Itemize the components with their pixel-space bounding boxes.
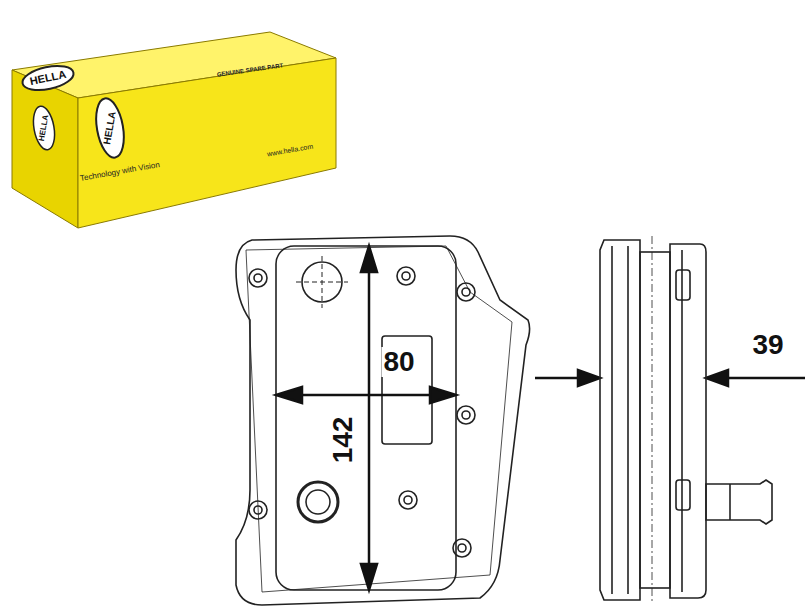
dimension-lines [276,246,805,590]
dimension-value: 39 [750,330,785,360]
product-box [12,32,336,228]
dimension-value: 80 [381,347,416,377]
dimension-value: 142 [328,415,358,466]
side-view [600,236,772,604]
front-view [236,236,530,605]
